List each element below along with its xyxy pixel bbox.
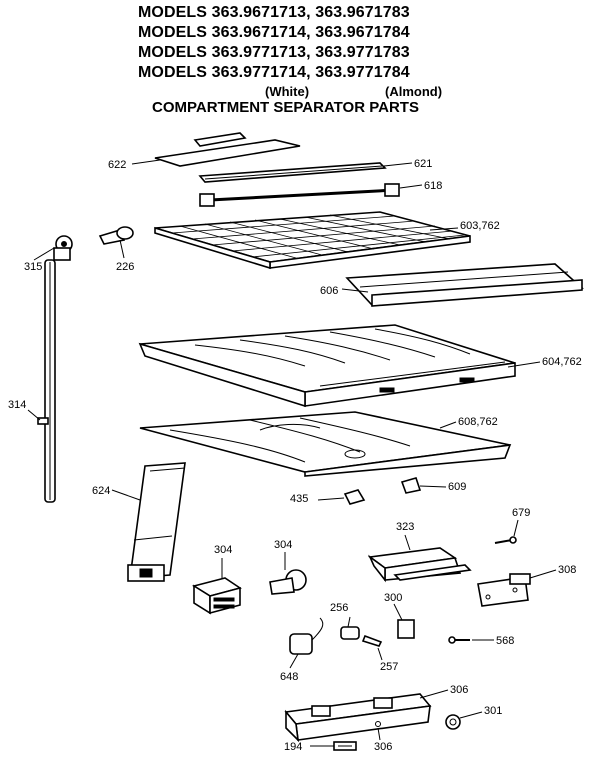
part-rod-vertical xyxy=(44,259,56,503)
label-622: 622 xyxy=(108,159,126,171)
part-304-block-a xyxy=(191,558,242,615)
model-line-1: MODELS 363.9671713, 363.9671783 xyxy=(138,4,410,21)
label-308: 308 xyxy=(558,564,576,576)
label-257: 257 xyxy=(380,661,398,673)
part-300-switch xyxy=(393,603,415,639)
label-568: 568 xyxy=(496,635,514,647)
part-301-cap xyxy=(445,711,483,730)
part-435-clip xyxy=(317,489,366,505)
label-621: 621 xyxy=(414,158,432,170)
label-609: 609 xyxy=(448,481,466,493)
part-608-pan xyxy=(139,411,512,477)
label-304-a: 304 xyxy=(214,544,232,556)
label-306-a: 306 xyxy=(450,684,468,696)
part-648-thermostat xyxy=(289,617,324,669)
label-648: 648 xyxy=(280,671,298,683)
part-606-drawer-front xyxy=(341,263,584,307)
label-624: 624 xyxy=(92,485,110,497)
part-308-plate xyxy=(477,569,557,607)
model-line-2: MODELS 363.9671714, 363.9671784 xyxy=(138,24,410,41)
label-301: 301 xyxy=(484,705,502,717)
white-label: (White) xyxy=(265,84,310,99)
label-256: 256 xyxy=(330,602,348,614)
label-194: 194 xyxy=(284,741,302,753)
label-314: 314 xyxy=(8,399,26,411)
label-226: 226 xyxy=(116,261,134,273)
model-line-4: MODELS 363.9771714, 363.9771784 xyxy=(138,64,410,81)
label-608-762: 608,762 xyxy=(458,416,498,428)
label-323: 323 xyxy=(396,521,414,533)
part-604-tray xyxy=(138,324,541,408)
part-679-screw xyxy=(494,519,519,544)
part-609-clip xyxy=(400,477,447,494)
part-314-screw xyxy=(27,409,49,425)
part-304-knob-b xyxy=(269,552,307,595)
part-256-socket xyxy=(340,616,360,640)
part-315-hinge xyxy=(33,235,73,261)
part-568-screw xyxy=(448,636,494,644)
part-226-knob xyxy=(98,226,134,259)
part-194-bracket xyxy=(310,741,357,751)
label-315: 315 xyxy=(24,261,42,273)
label-300: 300 xyxy=(384,592,402,604)
label-304-b: 304 xyxy=(274,539,292,551)
part-621-rail xyxy=(198,162,413,183)
label-679: 679 xyxy=(512,507,530,519)
part-624-bracket xyxy=(111,462,186,582)
part-618-rod xyxy=(199,183,423,207)
label-604-762: 604,762 xyxy=(542,356,582,368)
label-606: 606 xyxy=(320,285,338,297)
model-line-3: MODELS 363.9771713, 363.9771783 xyxy=(138,44,410,61)
label-306-b: 306 xyxy=(374,741,392,753)
part-323-housing xyxy=(367,534,472,583)
label-618: 618 xyxy=(424,180,442,192)
part-306-housing xyxy=(284,689,449,743)
part-257-bulb xyxy=(361,634,383,661)
almond-label: (Almond) xyxy=(385,84,443,99)
part-622-cover xyxy=(131,132,301,167)
label-435: 435 xyxy=(290,493,308,505)
section-title: COMPARTMENT SEPARATOR PARTS xyxy=(152,99,419,116)
part-603-shelf xyxy=(154,211,471,270)
label-603-762: 603,762 xyxy=(460,220,500,232)
